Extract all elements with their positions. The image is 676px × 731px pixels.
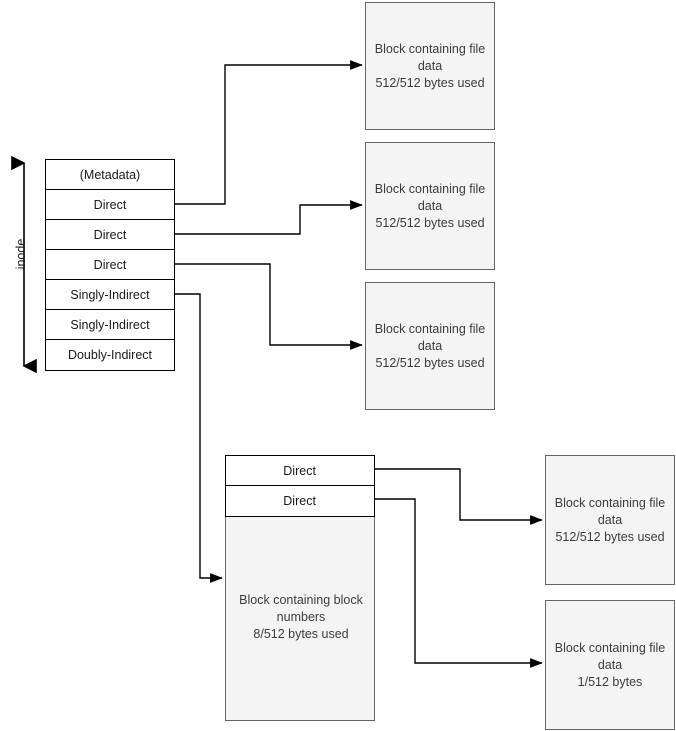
data-block-4-text: Block containing file data 512/512 bytes… [554,495,666,544]
data-block-4[interactable]: Block containing file data 512/512 bytes… [545,455,675,585]
indirect-block-caption: Block containing block numbers 8/512 byt… [239,593,363,641]
data-block-2-text: Block containing file data 512/512 bytes… [374,181,486,230]
inode-row-metadata[interactable]: (Metadata) [46,160,174,190]
inode-row-singly-indirect-1[interactable]: Singly-Indirect [46,280,174,310]
data-block-5-text: Block containing file data 1/512 bytes [554,640,666,689]
indirect-block-caption-wrap: Block containing block numbers 8/512 byt… [226,515,376,720]
data-block-3-text: Block containing file data 512/512 bytes… [374,321,486,370]
inode-table: (Metadata) Direct Direct Direct Singly-I… [45,159,175,371]
data-block-1-text: Block containing file data 512/512 bytes… [374,41,486,90]
inode-row-direct-1[interactable]: Direct [46,190,174,220]
indirect-block[interactable]: Block containing block numbers 8/512 byt… [224,454,376,721]
inode-row-singly-indirect-2[interactable]: Singly-Indirect [46,310,174,340]
wire-indirect-direct-2 [375,498,543,668]
wire-direct-1 [175,60,363,205]
inode-row-doubly-indirect[interactable]: Doubly-Indirect [67,348,153,362]
wire-singly-indirect [175,293,223,583]
data-block-5[interactable]: Block containing file data 1/512 bytes [545,600,675,730]
indirect-block-pointer-rows: Direct Direct [224,454,375,517]
wire-indirect-direct-1 [375,468,543,525]
indirect-row-direct-1[interactable]: Direct [225,456,374,486]
data-block-1[interactable]: Block containing file data 512/512 bytes… [365,2,495,130]
inode-row-direct-3[interactable]: Direct [46,250,174,280]
inode-bracket-label: inode [14,238,28,270]
data-block-2[interactable]: Block containing file data 512/512 bytes… [365,142,495,270]
data-block-3[interactable]: Block containing file data 512/512 bytes… [365,282,495,410]
indirect-row-direct-2[interactable]: Direct [283,493,316,508]
wire-direct-2 [175,200,363,235]
wire-direct-3 [175,263,363,350]
inode-row-direct-2[interactable]: Direct [46,220,174,250]
